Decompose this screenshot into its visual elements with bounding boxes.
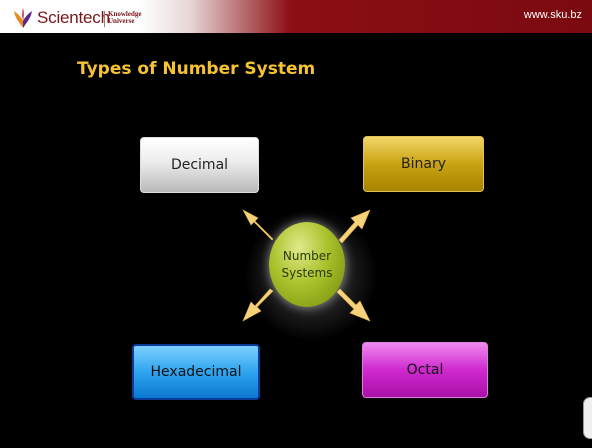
center-node: Number Systems bbox=[269, 222, 345, 307]
hexadecimal-label: Hexadecimal bbox=[150, 364, 242, 380]
scientech-logo-icon bbox=[14, 8, 32, 28]
arrow-icon bbox=[336, 288, 371, 322]
player-control-button[interactable] bbox=[583, 397, 592, 439]
arrow-icon bbox=[242, 209, 274, 241]
arrow-icon bbox=[242, 288, 274, 322]
brand-divider bbox=[104, 11, 105, 27]
center-label-line2: Systems bbox=[281, 265, 333, 280]
header-bar: Scientech Knowledge Universe www.sku.bz bbox=[0, 0, 592, 33]
brand-tagline: Knowledge Universe bbox=[108, 10, 142, 25]
brand-name: Scientech bbox=[37, 8, 110, 27]
binary-box: Binary bbox=[363, 136, 484, 192]
arrow-icon bbox=[338, 209, 371, 244]
binary-label: Binary bbox=[401, 156, 446, 172]
octal-box: Octal bbox=[362, 342, 488, 398]
center-label-line1: Number bbox=[282, 248, 332, 263]
decimal-label: Decimal bbox=[170, 157, 229, 173]
slide-title: Types of Number System bbox=[77, 59, 316, 79]
decimal-box: Decimal bbox=[140, 137, 259, 193]
site-url: www.sku.bz bbox=[523, 9, 582, 21]
octal-label: Octal bbox=[406, 362, 444, 378]
hexadecimal-box: Hexadecimal bbox=[132, 344, 260, 400]
